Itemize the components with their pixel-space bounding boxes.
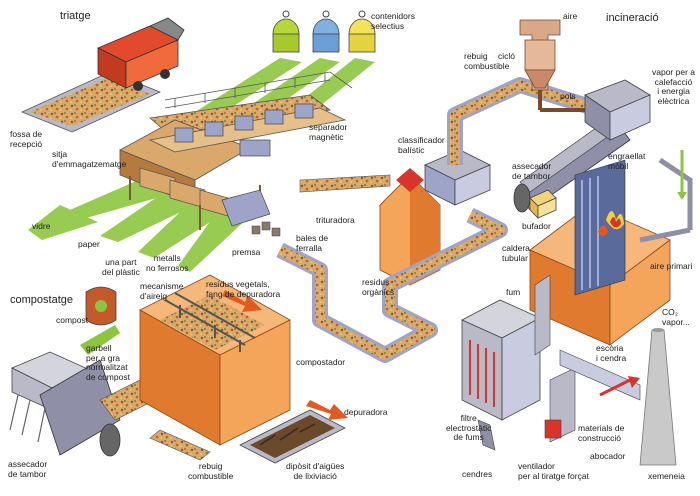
label-leachate-tank: dipòsit d'aigües de lixiviació [286,461,345,481]
chimney-icon [639,328,677,466]
garbage-truck-icon [97,17,185,91]
vegetal-waste-arrow [222,290,262,312]
conveyor-to-shredder [299,174,391,193]
label-dump: abocador [590,451,626,461]
label-drum-dryer-incinerator: assecador de tambor [512,161,552,181]
railing [164,71,353,109]
tubular-boiler [529,159,671,346]
label-ballistic-classifier: classificador balístic [398,135,445,155]
section-title-sorting: triatge [60,10,91,22]
label-cyclone: cicló [498,51,516,61]
container-blue-icon [312,10,340,53]
label-non-ferrous: metalls no ferrosos [146,253,189,273]
label-slag: escòria i cendra [596,343,627,363]
label-composter: compostador [296,357,346,367]
label-reception-pit: fossa de recepció [10,129,43,149]
compost-arrow [80,325,120,355]
label-burner: bufador [522,221,551,231]
label-tubular-boiler: caldera tubular [502,243,530,263]
leachate-tank [239,409,346,464]
label-smoke: fum [506,287,521,297]
composter [139,274,291,446]
steam-arrow [677,150,687,200]
label-selective-containers: contenidors selectius [371,11,415,31]
label-paper: paper [78,239,100,249]
label-waste-fuel-bottom: rebuig combustible [188,461,234,481]
label-steam: vapor per a calefacció i energia elèctri… [652,67,695,106]
section-title-composting: compostatge [10,294,73,306]
label-storage-silo: sitja d'emmagatzematge [52,149,127,169]
electrostatic-filter [461,299,541,451]
treatment-plant-arrow [306,400,348,420]
label-vegetal-waste: residus vegetals, fang de depuradora [206,279,281,299]
flame-icon [598,211,624,236]
label-air-top: aire [563,11,578,21]
section-title-incineration: incineració [606,12,659,24]
label-press: premsa [232,247,261,257]
label-co2: CO₂ vapor... [662,307,690,327]
label-compost: compost [56,315,89,325]
label-glass: vidre [32,221,51,231]
sorting-line [119,94,347,237]
cyclone [519,19,585,112]
label-organic-waste: residus orgànics [362,277,395,297]
label-forced-draft-fan: ventilador per al tiratge forçat [518,461,589,481]
waste-fuel-bottom-conveyor [149,429,211,461]
label-electrostatic-filter: filtre electrostàtic de fums [446,413,492,442]
label-waste-fuel: rebuig combustible [464,51,510,71]
feed-box [584,79,651,141]
label-chimney: xemeneia [648,471,685,481]
label-treatment-plant: depuradora [344,407,388,417]
smoke-duct [534,274,641,443]
compost-sack-icon [85,286,117,326]
burner [529,189,557,219]
organic-waste-conveyor [276,207,508,363]
label-shredder: trituradora [316,215,355,225]
label-primary-air: aire primari [650,261,693,271]
label-irrigation: mecanisme d'aireig [140,281,184,301]
drum-dryer-compost [9,351,121,457]
label-construction-materials: materials de construcció [578,423,625,443]
label-moving-grate: engraellat mòbil [608,151,646,171]
boiler-pipes [639,157,693,243]
waste-fuel-conveyor [447,77,603,165]
slag-conveyor [599,376,640,397]
label-sieve: garbell per a gra normalitzat de compost [86,343,130,382]
label-magnetic-separator: separador magnètic [309,122,348,142]
label-plastic: una part del plàstic [102,257,140,277]
container-yellow-icon [348,10,376,53]
forced-draft-fan [544,419,562,439]
label-dust: pols [560,91,576,101]
label-ashes: cendres [462,469,493,479]
label-drum-dryer-compost: assecador de tambor [8,459,48,479]
container-green-icon [272,10,300,53]
label-scrap-bales: bales de ferralla [296,233,329,253]
